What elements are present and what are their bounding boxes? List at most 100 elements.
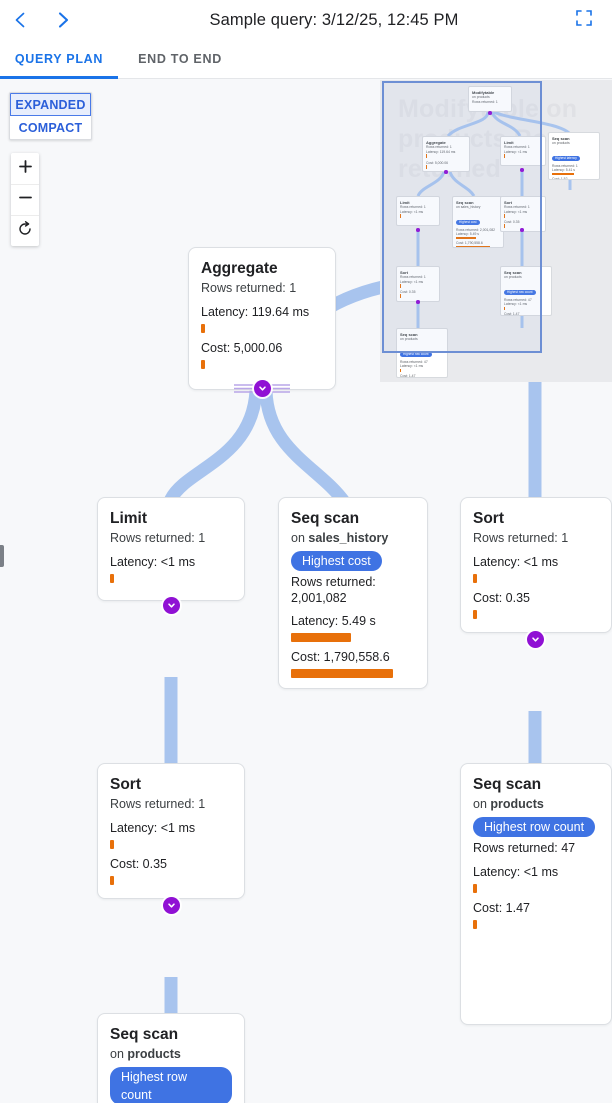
status-badge-highest-row-count: Highest row count [473,817,596,837]
mini-node-seqscan-sales-history[interactable]: Seq scan on sales_history Highest cost R… [452,196,504,248]
cost-bar [110,876,114,885]
tab-end-to-end[interactable]: END TO END [138,52,222,66]
back-button[interactable] [0,0,42,40]
mini-latency-tick [504,154,505,158]
mini-node-title: Sort [400,270,408,275]
mini-node-title: Seq scan [400,332,418,337]
collapse-toggle-limit-left[interactable] [163,597,180,614]
mini-node-table: on products [552,141,570,145]
mini-status-badge: Highest cost [456,219,480,225]
tab-bar: QUERY PLAN END TO END [0,40,612,79]
mini-node-cost: Cost: 1.47 [400,374,416,378]
node-title: Seq scan [291,510,360,527]
mini-node-latency: Latency: <1 ms [504,302,528,307]
node-cost: Cost: 0.35 [110,857,167,871]
latency-bar [110,840,114,849]
collapse-toggle-sort-left[interactable] [163,897,180,914]
node-latency: Latency: <1 ms [110,555,196,569]
mini-node-rows: Rows returned: 47 [504,297,532,302]
mini-node-cost: Cost: 5,000.06 [426,160,449,165]
zoom-in-button[interactable] [11,153,39,184]
mini-node-cost: Cost: 0.35 [400,289,416,294]
latency-bar [473,884,477,893]
node-cost: Cost: 0.35 [473,591,530,605]
panel-drag-handle[interactable] [0,545,4,567]
mini-latency-tick [400,368,401,373]
node-sort-left[interactable]: Sort Rows returned: 1 Latency: <1 ms Cos… [97,763,245,899]
fullscreen-button[interactable] [564,0,604,40]
mini-status-badge: Highest latency [552,155,580,161]
mini-node-limit-mid[interactable]: Limit Rows returned: 1 Latency: <1 ms [500,136,546,166]
mini-node-seqscan-products-top[interactable]: Seq scan on products Highest latency Row… [548,132,600,180]
minimap-panel[interactable]: Modifytable on products Rows returned Mo… [380,80,612,382]
minimap-edges [416,110,572,328]
collapse-toggle-sort-right[interactable] [527,631,544,648]
minus-icon [18,190,33,210]
app-header: Sample query: 3/12/25, 12:45 PM [0,0,612,40]
plus-icon [18,159,33,179]
mini-node-cost: Cost: 1.52 [552,177,568,180]
node-table: on products [473,795,599,813]
node-aggregate[interactable]: Aggregate Rows returned: 1 Latency: 119.… [188,247,336,390]
node-title: Sort [110,776,141,793]
mini-node-rows: Rows returned: 1 [504,205,530,209]
mini-node-latency: Latency: <1 ms [504,209,528,214]
minimap-viewport-rect[interactable] [382,81,542,353]
reset-view-button[interactable] [11,215,39,246]
mini-node-title: Limit [504,140,514,145]
node-seqscan-products-right[interactable]: Seq scan on products Highest row count R… [460,763,612,1025]
node-latency: Latency: <1 ms [473,865,559,879]
latency-bar [110,574,114,583]
mini-node-title: Modifytable [472,90,495,95]
table-name: products [490,797,544,811]
node-sort-right[interactable]: Sort Rows returned: 1 Latency: <1 ms Cos… [460,497,612,633]
mini-node-sort-mid[interactable]: Sort Rows returned: 1 Latency: <1 ms Cos… [500,196,546,232]
zoom-out-button[interactable] [11,184,39,215]
mini-node-sort-lower[interactable]: Sort Rows returned: 1 Latency: <1 ms Cos… [396,266,440,302]
mini-node-modifytable[interactable]: Modifytable on products Rows returned: 1 [468,86,512,112]
mode-expanded-button[interactable]: EXPANDED [10,93,91,116]
chevron-left-icon [11,10,31,30]
mini-node-seqscan-products-bottom[interactable]: Seq scan on products Highest row count R… [396,328,448,378]
forward-button[interactable] [42,0,84,40]
chevron-right-icon [53,10,73,30]
mini-node-seqscan-products-mid[interactable]: Seq scan on products Highest row count R… [500,266,552,316]
node-title: Seq scan [473,776,542,793]
cost-bar [473,920,477,929]
collapse-toggle-aggregate[interactable] [254,380,271,397]
latency-bar [473,574,477,583]
node-seqscan-sales-history[interactable]: Seq scan on sales_history Highest cost R… [278,497,428,689]
mini-node-rows: Rows returned: 1 [472,99,498,104]
mini-node-latency: Latency: 119.64 ms [426,149,456,154]
mini-node-latency: Latency: <1 ms [400,209,424,214]
on-label: on [473,797,487,811]
mini-node-aggregate[interactable]: Aggregate Rows returned: 1 Latency: 119.… [422,136,470,172]
node-seqscan-products-bottom[interactable]: Seq scan on products Highest row count R… [97,1013,245,1103]
tab-query-plan[interactable]: QUERY PLAN [0,40,118,79]
view-mode-toggle[interactable]: EXPANDED COMPACT [9,92,92,140]
mini-node-title: Sort [504,200,512,205]
mini-node-limit-left[interactable]: Limit Rows returned: 1 Latency: <1 ms [396,196,440,226]
mini-toggle-dot [488,111,492,115]
mini-node-rows: Rows returned: 1 [552,163,578,168]
node-rows-returned: Rows returned: 2,001,082 [291,575,376,605]
node-table: on sales_history [291,529,415,547]
graph-canvas[interactable]: EXPANDED COMPACT [0,79,612,1103]
zoom-controls[interactable] [11,153,39,246]
latency-bar [201,324,205,333]
node-limit-left[interactable]: Limit Rows returned: 1 Latency: <1 ms [97,497,245,601]
page-title: Sample query: 3/12/25, 12:45 PM [209,10,459,29]
table-name: products [127,1047,181,1061]
node-title: Aggregate [201,260,278,277]
mini-latency-tick [504,214,505,218]
mini-node-cost: Cost: 0.35 [504,219,520,224]
mini-latency-tick [400,284,401,288]
on-label: on [291,531,305,545]
fullscreen-icon [576,9,592,31]
mode-compact-button[interactable]: COMPACT [10,116,91,139]
mini-node-title: Seq scan [456,200,474,205]
cost-bar [473,610,477,619]
mini-node-latency: Latency: 5.49 s [456,232,479,237]
node-rows-returned: Rows returned: 1 [201,281,297,295]
node-latency: Latency: 119.64 ms [201,305,310,319]
